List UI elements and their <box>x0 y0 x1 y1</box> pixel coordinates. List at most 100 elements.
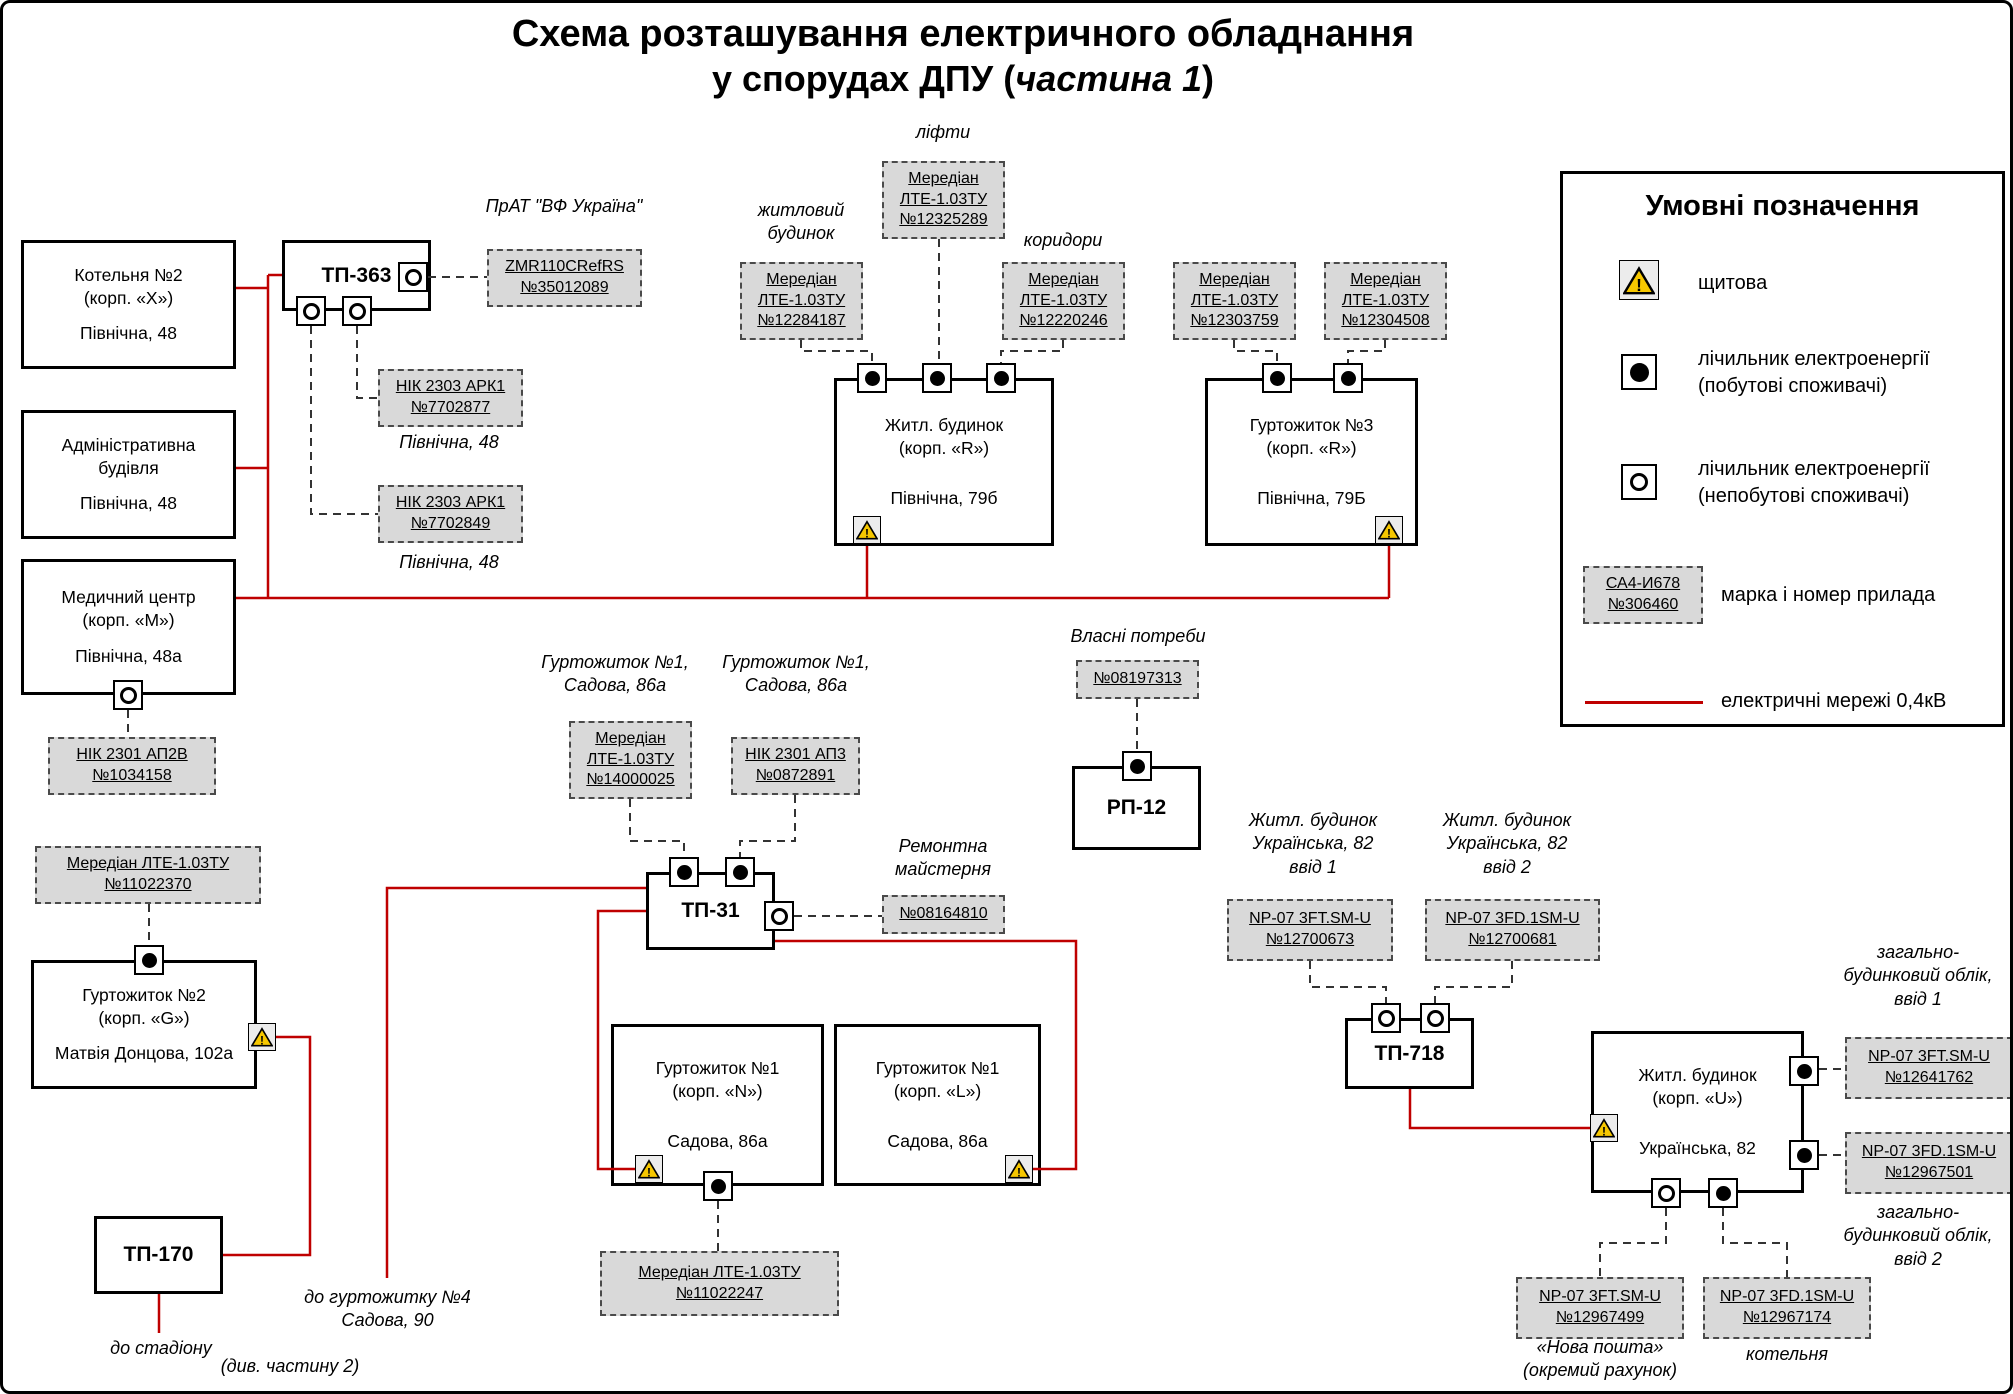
building-name: Житл. будинок <box>884 414 1004 435</box>
building-med-center: Медичний центр (корп. «М») Північна, 48а <box>21 559 236 695</box>
meter-residential-icon <box>134 945 164 975</box>
filled-dot-icon <box>1629 362 1649 382</box>
label-line: ввід 1 <box>1894 988 1942 1009</box>
label-line: коридори <box>1023 230 1103 250</box>
meter-residential-icon <box>1789 1056 1819 1086</box>
label-do-stadionu: до стадіону <box>61 1337 261 1360</box>
meter-number: №1034158 <box>92 767 172 784</box>
meter-number: №12967174 <box>1742 1309 1832 1326</box>
meter-model: NP-07 3FD.1SM-U <box>1861 1143 1997 1161</box>
label-nova-poshta: «Нова пошта»(окремий рахунок) <box>1475 1336 1725 1383</box>
meter-model: NP-07 3FT.SM-U <box>1868 1048 1990 1066</box>
meter-number: №7702877 <box>410 399 491 416</box>
label-line: Садова, 86а <box>563 675 667 696</box>
network-line-sample <box>1585 701 1703 704</box>
meter-residential-icon <box>1333 363 1363 393</box>
building-address: Українська, 82 <box>1639 1138 1756 1159</box>
meter-nonresidential-icon <box>1420 1003 1450 1033</box>
building-address: Північна, 48 <box>79 323 178 344</box>
filled-dot-icon <box>141 952 157 968</box>
meter-number: №35012089 <box>520 279 609 296</box>
shchytova-icon: ! <box>248 1023 276 1051</box>
building-address: Садова, 86а <box>667 1131 768 1152</box>
label-line: будинок <box>767 223 835 244</box>
filled-dot-icon <box>1129 758 1145 774</box>
tp-170-box: ТП-170 <box>94 1216 223 1294</box>
building-corp: (корп. «U») <box>1652 1087 1743 1108</box>
svg-text:!: ! <box>1636 275 1642 295</box>
meter-box-08164810: №08164810 <box>882 895 1005 934</box>
legend: Умовні позначення ! щитова лічильник еле… <box>1560 171 2005 727</box>
label-line: Гуртожиток №1, <box>722 652 870 672</box>
label-line: житловий <box>757 200 845 220</box>
filled-dot-icon <box>993 370 1009 386</box>
building-name: Котельня №2 <box>74 264 183 285</box>
label-line: Ремонтна <box>898 836 988 856</box>
meter-number: №14000025 <box>586 771 675 789</box>
label-line: до стадіону <box>110 1338 212 1358</box>
meter-nonresidential-icon <box>296 296 326 326</box>
title-part-italic: частина 1 <box>1015 58 1203 99</box>
building-gurtozhytok-2: Гуртожиток №2 (корп. «G») Матвія Донцова… <box>31 960 257 1089</box>
label-line: Садова, 90 <box>341 1310 434 1331</box>
label-line: ліфти <box>915 122 971 142</box>
building-name: Адміністративна <box>61 434 196 455</box>
meter-number: №12284187 <box>757 312 846 330</box>
meter-number: №08197313 <box>1093 670 1182 688</box>
legend-label-line: лічильник електроенергії <box>1698 458 1930 480</box>
meter-box-nik7702877: НІК 2303 АРК1 №7702877 <box>378 369 523 427</box>
tp-718-box: ТП-718 <box>1345 1018 1474 1089</box>
meter-residential-icon <box>1708 1178 1738 1208</box>
label-line: будинковий облік, <box>1843 1225 1993 1246</box>
meter-residential-icon <box>725 857 755 887</box>
building-name: Гуртожиток №3 <box>1249 414 1374 435</box>
meter-nonresidential-icon <box>342 296 372 326</box>
building-admin: Адміністративна будівля Північна, 48 <box>21 410 236 539</box>
filled-dot-icon <box>676 864 692 880</box>
tp-label: РП-12 <box>1106 796 1167 819</box>
meter-number: №12700673 <box>1265 931 1355 948</box>
meter-model: НІК 2303 АРК1 <box>395 378 506 396</box>
label-line: Гуртожиток №1, <box>541 652 689 672</box>
meter-residential-icon <box>1122 751 1152 781</box>
label-line: ввід 2 <box>1894 1248 1942 1269</box>
open-dot-icon <box>1630 473 1648 491</box>
label-line: загально- <box>1876 1202 1960 1222</box>
label-line: майстерня <box>895 859 991 880</box>
tp-label: ТП-170 <box>123 1243 194 1266</box>
meter-number: №11022247 <box>675 1284 764 1302</box>
legend-label-network: електричні мережі 0,4кВ <box>1721 690 1947 712</box>
meter-model: NP-07 3FD.1SM-U <box>1445 910 1580 928</box>
label-line: ПрАТ "ВФ Україна" <box>485 196 643 216</box>
meter-model: Мередіан <box>595 729 666 747</box>
building-corp: (корп. «R») <box>898 437 990 458</box>
label-line: Українська, 82 <box>1446 833 1568 854</box>
meter-nonresidential-icon <box>764 901 794 931</box>
meter-nonresidential-icon <box>1621 464 1657 500</box>
title-text: ) <box>1202 58 1215 99</box>
building-kotelnya-2: Котельня №2 (корп. «Х») Північна, 48 <box>21 240 236 369</box>
meter-residential-icon <box>1789 1140 1819 1170</box>
meter-number: №12325289 <box>899 211 988 229</box>
label-oblik-vvid1: загально-будинковий облік,ввід 1 <box>1823 941 2010 1011</box>
tp-label: ТП-31 <box>681 899 740 922</box>
building-address: Садова, 86а <box>887 1131 988 1152</box>
label-line: Українська, 82 <box>1252 833 1374 854</box>
label-do-gurtozhytku-4: до гуртожитку №4 Садова, 90 <box>265 1286 510 1333</box>
page-title: Схема розташування електричного обладнан… <box>303 13 1623 100</box>
building-address: Північна, 48а <box>75 645 182 666</box>
filled-dot-icon <box>710 1178 726 1194</box>
building-name: Гуртожиток №1 <box>875 1057 1000 1078</box>
meter-nonresidential-icon <box>1651 1178 1681 1208</box>
label-line: до гуртожитку №4 <box>304 1287 471 1307</box>
label-zhytlovyi-budynok: житловий будинок <box>701 199 901 246</box>
